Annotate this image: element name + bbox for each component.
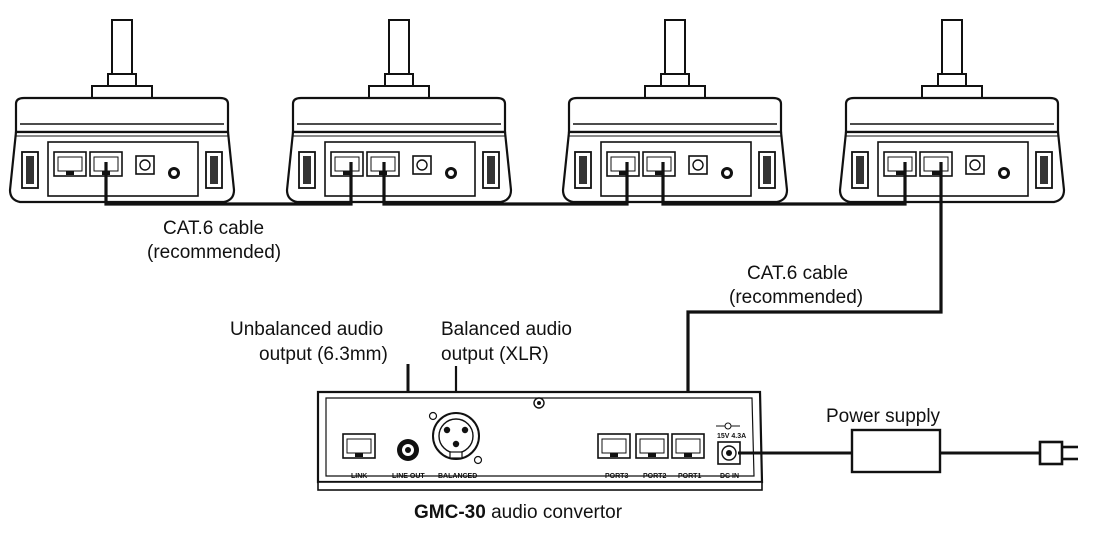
port3-label: PORT3 bbox=[605, 473, 628, 480]
link-port-icon bbox=[342, 433, 376, 459]
device-desc: audio convertor bbox=[486, 502, 623, 523]
microphone-unit-3 bbox=[563, 20, 787, 202]
port2-label: PORT2 bbox=[643, 473, 666, 480]
plug-icon bbox=[1038, 440, 1078, 466]
dc-in-label: DC IN bbox=[720, 473, 739, 480]
cable-left-label-1: CAT.6 cable bbox=[163, 218, 264, 239]
balanced-label-2: output (XLR) bbox=[441, 344, 549, 365]
cat6-cable-left bbox=[104, 162, 907, 206]
balanced-label-1: Balanced audio bbox=[441, 319, 572, 340]
power-supply-label: Power supply bbox=[826, 406, 941, 427]
port2-icon bbox=[635, 433, 669, 459]
microphone-unit-1 bbox=[10, 20, 234, 202]
line-out-jack-icon bbox=[397, 439, 419, 461]
port3-icon bbox=[597, 433, 631, 459]
device-caption: GMC-30 audio convertor bbox=[414, 502, 623, 523]
dc-rating-label: 15V 4.3A bbox=[717, 433, 746, 440]
unbalanced-label-1: Unbalanced audio bbox=[230, 319, 383, 340]
cable-right-label-2: (recommended) bbox=[729, 287, 863, 308]
microphone-unit-2 bbox=[287, 20, 511, 202]
dc-polarity-icon bbox=[716, 422, 740, 430]
cat6-cable-right bbox=[686, 162, 943, 432]
gmc30-device: LINK LINE OUT BALANCED PORT3 PORT2 PORT1 bbox=[316, 390, 764, 491]
link-label: LINK bbox=[351, 473, 367, 480]
xlr-jack-icon bbox=[428, 411, 483, 465]
unbalanced-label-2: output (6.3mm) bbox=[259, 344, 388, 365]
balanced-label: BALANCED bbox=[438, 473, 477, 480]
microphone-unit-4 bbox=[840, 20, 1064, 202]
port1-label: PORT1 bbox=[678, 473, 701, 480]
cable-left-label-2: (recommended) bbox=[147, 242, 281, 263]
port1-icon bbox=[671, 433, 705, 459]
power-adapter-icon bbox=[850, 428, 942, 474]
dc-in-jack-icon bbox=[717, 441, 741, 465]
line-out-label: LINE OUT bbox=[392, 473, 425, 480]
device-model: GMC-30 bbox=[414, 502, 486, 523]
cable-right-label-1: CAT.6 cable bbox=[747, 263, 848, 284]
